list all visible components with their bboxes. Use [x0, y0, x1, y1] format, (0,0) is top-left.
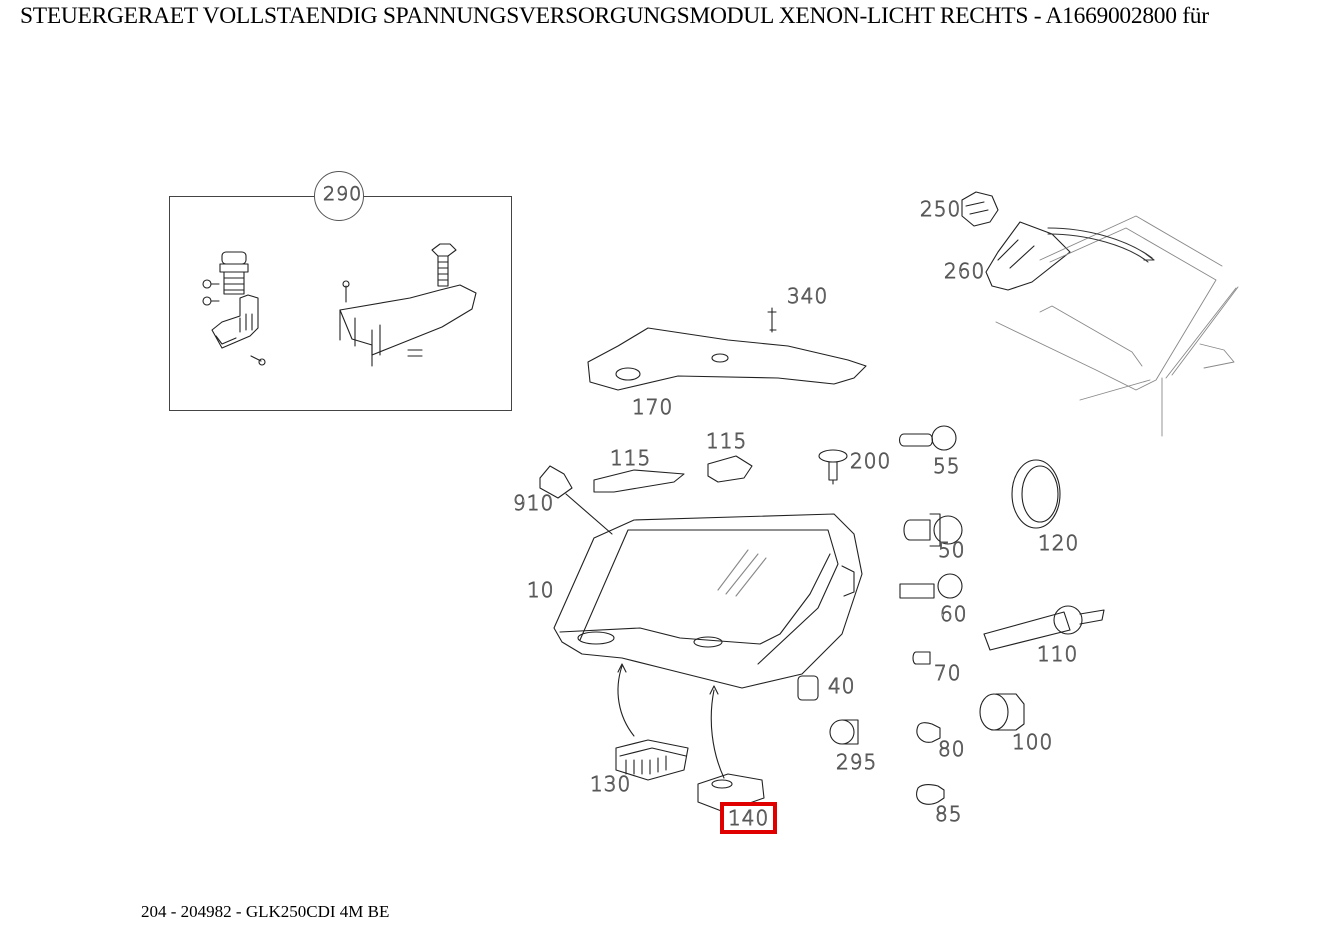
callout-200[interactable]: 200 [850, 449, 892, 473]
arrow-130 [617, 665, 635, 737]
callout-130[interactable]: 130 [590, 772, 632, 796]
callout-340[interactable]: 340 [787, 284, 829, 308]
callout-290[interactable]: 290 [323, 183, 363, 205]
callout-10[interactable]: 10 [527, 578, 555, 602]
clip-illustration [767, 307, 777, 333]
callout-115[interactable]: 115 [610, 446, 652, 470]
callout-115[interactable]: 115 [706, 429, 748, 453]
callout-120[interactable]: 120 [1038, 531, 1080, 555]
inset-290-box [169, 196, 512, 411]
callout-50[interactable]: 50 [938, 538, 966, 562]
callout-140-selected[interactable]: 140 [719, 802, 778, 834]
inset-290-badge: 290 [314, 171, 364, 221]
bracket-illustration [587, 327, 867, 391]
bulbs-illustration [898, 425, 963, 805]
arrow-to-windshield [1047, 227, 1155, 263]
callout-40[interactable]: 40 [828, 674, 856, 698]
callout-70[interactable]: 70 [934, 661, 962, 685]
module-140-illustration [697, 773, 765, 813]
xenon-bulb-110-illustration [983, 611, 1071, 651]
callout-295[interactable]: 295 [836, 750, 878, 774]
callout-60[interactable]: 60 [940, 602, 968, 626]
bracket-115-illustration [593, 469, 685, 493]
headlamp-illustration [553, 513, 863, 689]
ring-120-illustration [1011, 459, 1061, 529]
callout-250[interactable]: 250 [920, 197, 962, 221]
module-130-illustration [615, 739, 689, 781]
page-title: STEUERGERAET VOLLSTAENDIG SPANNUNGSVERSO… [20, 3, 1209, 29]
callout-110[interactable]: 110 [1037, 642, 1079, 666]
callout-100[interactable]: 100 [1012, 730, 1054, 754]
callout-85[interactable]: 85 [935, 802, 963, 826]
vehicle-info: 204 - 204982 - GLK250CDI 4M BE [141, 902, 390, 921]
arrow-140 [710, 689, 725, 779]
inset-parts-illustration [202, 243, 477, 367]
part-100-illustration [979, 693, 1009, 731]
vehicle-outline-illustration [995, 215, 1239, 437]
callout-55[interactable]: 55 [933, 454, 961, 478]
callout-260[interactable]: 260 [944, 259, 986, 283]
sensor-assembly-illustration [961, 191, 1071, 291]
part-40-illustration [797, 675, 819, 701]
callout-170[interactable]: 170 [632, 395, 674, 419]
callout-910[interactable]: 910 [513, 491, 555, 515]
callout-80[interactable]: 80 [938, 737, 966, 761]
